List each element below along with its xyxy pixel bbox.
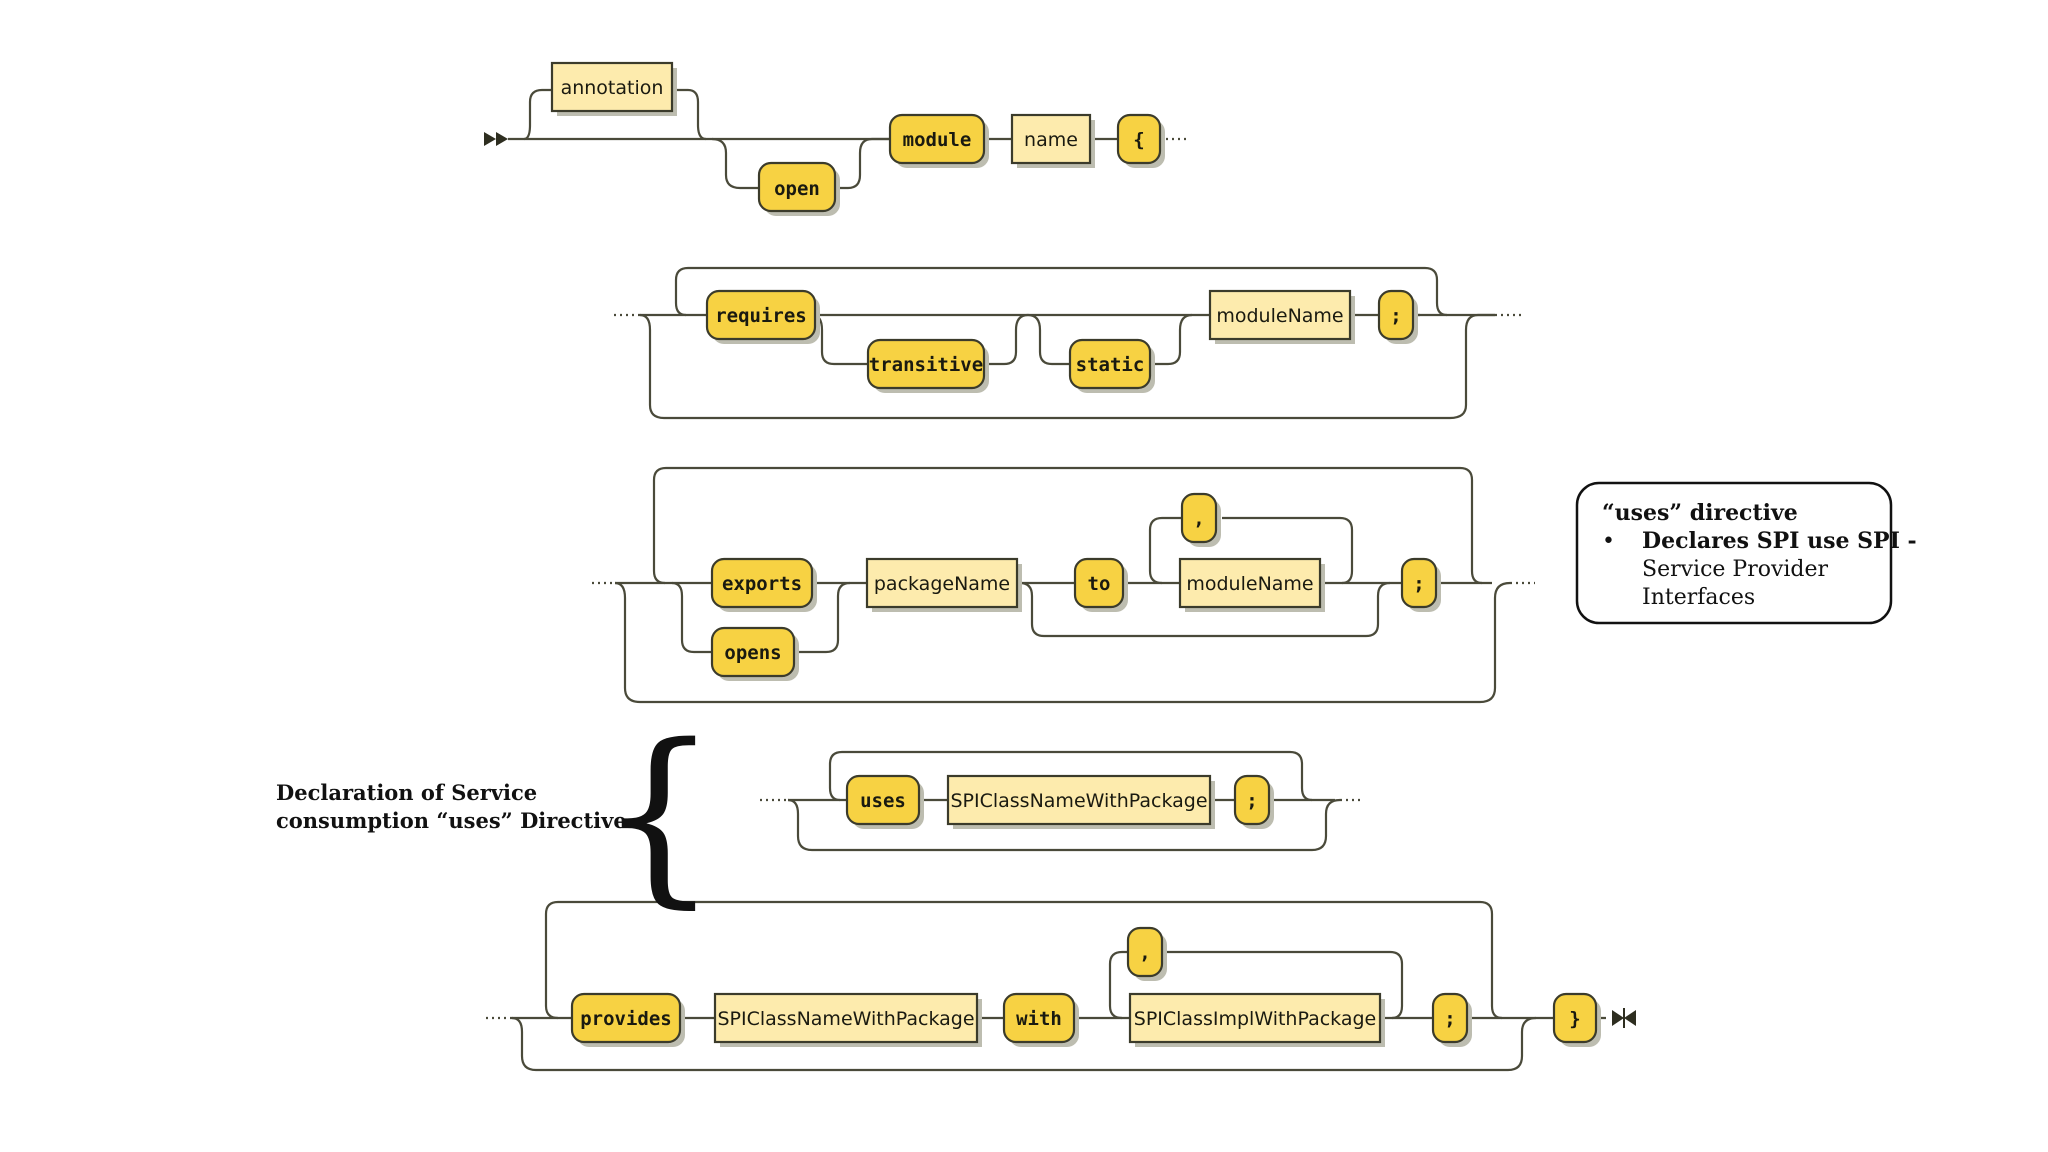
side-note-line1: Declaration of Service: [276, 780, 537, 805]
to-label: to: [1088, 573, 1111, 595]
start-marker-icon: [484, 132, 508, 146]
semicolon-label: ;: [1390, 305, 1401, 327]
end-marker-icon: [1612, 1008, 1636, 1028]
modulename-label: moduleName: [1186, 573, 1313, 595]
uses-label: uses: [860, 790, 906, 812]
row-exports-opens: exports opens packageName to , moduleNam…: [592, 466, 1535, 704]
opens-keyword: opens: [710, 626, 799, 681]
annotation-label: annotation: [561, 77, 664, 99]
packagename-label: packageName: [874, 573, 1010, 595]
rbrace-label: }: [1569, 1008, 1580, 1030]
exports-label: exports: [722, 573, 802, 595]
comma-keyword: ,: [1180, 492, 1221, 547]
callout-line2: Service Provider: [1642, 557, 1829, 582]
to-keyword: to: [1073, 557, 1128, 612]
semicolon-keyword: ;: [1377, 289, 1418, 344]
callout-title: “uses” directive: [1602, 500, 1798, 526]
rbrace-keyword: }: [1552, 992, 1601, 1047]
row-provides: provides SPIClassNameWithPackage with , …: [486, 900, 1636, 1072]
annotation-box: annotation: [550, 61, 677, 116]
comma-keyword: ,: [1126, 926, 1167, 981]
callout-line3: Interfaces: [1642, 585, 1755, 610]
open-keyword: open: [757, 161, 840, 216]
spiclassname-label: SPIClassNameWithPackage: [950, 790, 1207, 812]
row-requires: requires transitive static moduleName ;: [614, 266, 1525, 420]
row-uses: uses SPIClassNameWithPackage ;: [760, 750, 1362, 852]
modulename-box: moduleName: [1208, 289, 1355, 344]
side-note-line2: consumption “uses” Directive: [276, 808, 627, 833]
comma-label: ,: [1193, 508, 1204, 530]
spiclassname-box: SPIClassNameWithPackage: [713, 992, 982, 1047]
transitive-label: transitive: [869, 354, 983, 376]
opens-label: opens: [724, 642, 781, 664]
provides-keyword: provides: [570, 992, 685, 1047]
transitive-keyword: transitive: [866, 338, 989, 393]
uses-directive-callout: “uses” directive • Declares SPI use SPI …: [1575, 481, 1917, 625]
semicolon-label: ;: [1413, 573, 1424, 595]
packagename-box: packageName: [865, 557, 1022, 612]
module-label: module: [903, 129, 972, 151]
name-box: name: [1010, 113, 1095, 168]
comma-label: ,: [1139, 942, 1150, 964]
semicolon-keyword: ;: [1400, 557, 1441, 612]
spiclassname-box: SPIClassNameWithPackage: [946, 774, 1215, 829]
spiimpl-box: SPIClassImplWithPackage: [1128, 992, 1385, 1047]
callout-bullet: •: [1602, 529, 1615, 554]
lbrace-label: {: [1133, 129, 1144, 151]
semicolon-keyword: ;: [1233, 774, 1274, 829]
requires-keyword: requires: [705, 289, 820, 344]
modulename-box: moduleName: [1178, 557, 1325, 612]
semicolon-label: ;: [1246, 790, 1257, 812]
exports-keyword: exports: [710, 557, 817, 612]
with-keyword: with: [1002, 992, 1079, 1047]
static-label: static: [1076, 354, 1145, 376]
curly-brace-icon: {: [598, 704, 719, 925]
with-label: with: [1016, 1008, 1062, 1030]
requires-label: requires: [715, 305, 807, 327]
row-module-header: annotation open module name {: [484, 61, 1190, 216]
lbrace-keyword: {: [1116, 113, 1165, 168]
static-keyword: static: [1068, 338, 1155, 393]
semicolon-keyword: ;: [1431, 992, 1472, 1047]
spiimpl-label: SPIClassImplWithPackage: [1134, 1008, 1376, 1030]
modulename-label: moduleName: [1216, 305, 1343, 327]
module-keyword: module: [888, 113, 989, 168]
callout-line1: Declares SPI use SPI -: [1642, 528, 1917, 554]
open-label: open: [774, 178, 820, 200]
uses-keyword: uses: [845, 774, 924, 829]
spiclassname-label: SPIClassNameWithPackage: [717, 1008, 974, 1030]
name-label: name: [1024, 129, 1078, 151]
provides-label: provides: [580, 1008, 672, 1030]
semicolon-label: ;: [1444, 1008, 1455, 1030]
service-consumption-note: Declaration of Service consumption “uses…: [276, 704, 719, 925]
